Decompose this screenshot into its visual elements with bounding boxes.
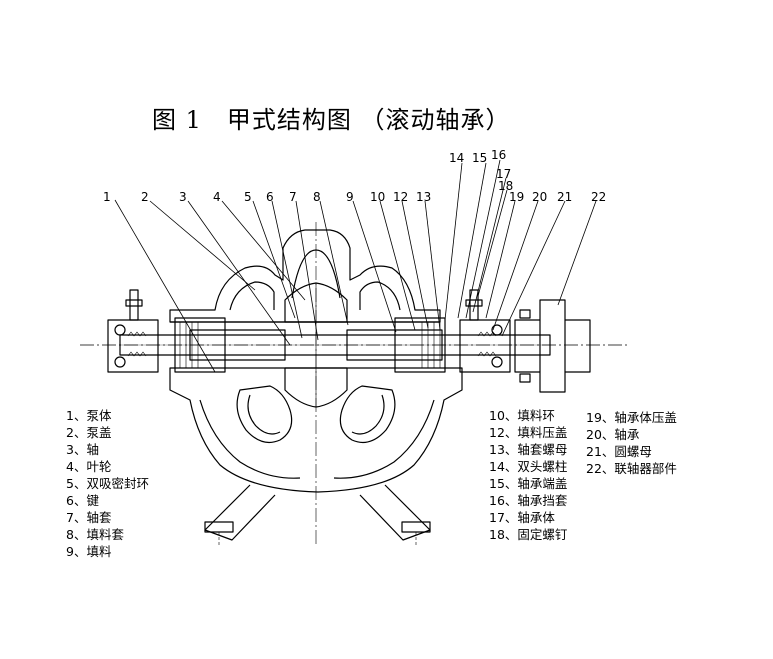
- legend-item: 17、轴承体: [489, 510, 555, 525]
- callout-13: 13: [416, 190, 431, 204]
- callout-2: 2: [141, 190, 149, 204]
- legend-item: 10、填料环: [489, 408, 555, 423]
- callout-22: 22: [591, 190, 606, 204]
- packing-box-left: [174, 317, 226, 373]
- callout-15: 15: [472, 151, 487, 165]
- legend-item: 9、填料: [66, 544, 112, 559]
- callout-16: 16: [491, 148, 506, 162]
- callout-9: 9: [346, 190, 354, 204]
- callout-5: 5: [244, 190, 252, 204]
- callout-3: 3: [179, 190, 187, 204]
- legend-item: 8、填料套: [66, 527, 124, 542]
- callout-19: 19: [509, 190, 524, 204]
- legend-item: 15、轴承端盖: [489, 476, 568, 491]
- callout-6: 6: [266, 190, 274, 204]
- legend-item: 3、轴: [66, 442, 99, 457]
- callout-12: 12: [393, 190, 408, 204]
- callout-20: 20: [532, 190, 547, 204]
- legend-item: 14、双头螺柱: [489, 459, 568, 474]
- bearing-housing-right: [459, 319, 511, 373]
- diagram-title: 图 1 甲式结构图 （滚动轴承）: [152, 106, 511, 134]
- parts-legend-column-1: 1、泵体 2、泵盖 3、轴 4、叶轮 5、双吸密封环 6、键 7、轴套 8、填料…: [66, 407, 149, 560]
- callout-7: 7: [289, 190, 297, 204]
- legend-item: 13、轴套螺母: [489, 442, 568, 457]
- legend-item: 19、轴承体压盖: [586, 410, 677, 425]
- parts-legend-column-2: 10、填料环 12、填料压盖 13、轴套螺母 14、双头螺柱 15、轴承端盖 1…: [489, 407, 567, 543]
- callout-10: 10: [370, 190, 385, 204]
- shaft-sleeve-left: [189, 329, 286, 361]
- legend-item: 22、联轴器部件: [586, 461, 677, 476]
- callout-14: 14: [449, 151, 464, 165]
- callout-18: 18: [498, 179, 513, 193]
- callout-1: 1: [103, 190, 111, 204]
- legend-item: 20、轴承: [586, 427, 640, 442]
- legend-item: 7、轴套: [66, 510, 112, 525]
- legend-item: 5、双吸密封环: [66, 476, 149, 491]
- legend-item: 4、叶轮: [66, 459, 112, 474]
- pump-cover: [169, 229, 441, 323]
- legend-item: 18、固定螺钉: [489, 527, 568, 542]
- legend-item: 21、圆螺母: [586, 444, 652, 459]
- leader-lines: [114, 159, 597, 373]
- callout-17: 17: [496, 167, 511, 181]
- legend-item: 1、泵体: [66, 408, 112, 423]
- coupling: [514, 299, 591, 393]
- legend-item: 2、泵盖: [66, 425, 112, 440]
- callout-4: 4: [213, 190, 221, 204]
- legend-item: 12、填料压盖: [489, 425, 568, 440]
- callout-8: 8: [313, 190, 321, 204]
- pump-body: [169, 367, 463, 493]
- parts-legend-column-3: 19、轴承体压盖 20、轴承 21、圆螺母 22、联轴器部件: [586, 409, 677, 477]
- callout-labels: 1 2 3 4 5 6 7 8 9 10 12 13 14 15 16 17 1…: [103, 148, 606, 204]
- legend-item: 6、键: [66, 493, 99, 508]
- packing-box-right: [394, 317, 446, 373]
- callout-21: 21: [557, 190, 572, 204]
- legend-item: 16、轴承挡套: [489, 493, 568, 508]
